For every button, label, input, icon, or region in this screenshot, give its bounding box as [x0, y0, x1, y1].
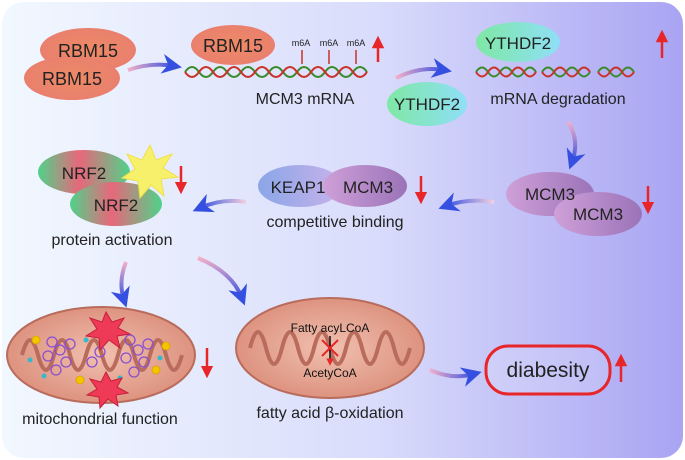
mrna-strand-green: [184, 66, 368, 78]
rbm15-on-mrna-label: RBM15: [203, 36, 263, 56]
rbm15-label-b: RBM15: [42, 69, 102, 89]
m6a-label-1: m6A: [292, 38, 311, 48]
competitive-binding-label: competitive binding: [267, 214, 404, 231]
nrf2-label-b: NRF2: [94, 196, 138, 215]
ythdf2-free: YTHDF2: [387, 82, 467, 126]
flow-arrow-oxidation-to-diabesity: [429, 367, 482, 387]
mcm3-mrna-label: MCM3 mRNA: [256, 91, 355, 108]
rbm15-complex: RBM15 RBM15: [24, 28, 136, 100]
flow-arrow-mrna-to-ythdf2: [395, 58, 452, 80]
fatty-acid-oxidation-label: fatty acid β-oxidation: [256, 405, 403, 422]
rbm15-label-a: RBM15: [58, 41, 118, 61]
mcm3-label-b: MCM3: [573, 205, 623, 224]
flow-arrow-binding-to-nrf2: [192, 193, 247, 213]
acetyl-coa-label: AcetyCoA: [303, 366, 356, 380]
flow-arrow-degradation-to-mcm3: [566, 120, 586, 170]
diabesity-label: diabesity: [507, 359, 590, 382]
mcm3-protein-pair: MCM3 MCM3: [506, 172, 642, 236]
protein-activation-label: protein activation: [52, 232, 173, 249]
ythdf2-top-label: YTHDF2: [485, 34, 551, 53]
mrna-strand-red: [184, 66, 368, 78]
damage-burst-icon-top: [84, 310, 132, 352]
damage-burst-icon-bottom: [85, 370, 130, 410]
m6a-label-2: m6A: [320, 38, 339, 48]
ythdf2-bottom-label: YTHDF2: [394, 95, 460, 114]
blocked-x-icon: [321, 339, 339, 357]
keap1-mcm3-complex: KEAP1 MCM3 competitive binding: [258, 165, 407, 231]
mitochondrial-function-label: mitochondrial function: [22, 411, 178, 428]
nrf2-activation: NRF2 NRF2 protein activation: [38, 143, 180, 249]
m6a-label-3: m6A: [347, 38, 366, 48]
mcm3-mrna: RBM15 m6A m6A m6A MCM3 mRNA: [184, 25, 368, 108]
mrna-degradation-complex: YTHDF2 mRNA degradation: [475, 22, 635, 108]
fatty-acyl-coa-label: Fatty acyLCoA: [291, 321, 370, 335]
flow-arrow-rbm15-to-mrna: [127, 54, 182, 74]
fatty-acid-oxidation: Fatty acyLCoA AcetyCoA fatty acid β-oxid…: [235, 297, 425, 422]
flow-arrow-mcm3-to-binding: [438, 192, 495, 212]
mrna-degradation-label: mRNA degradation: [490, 91, 625, 108]
mcm3-bound-label: MCM3: [343, 178, 393, 197]
diabesity-outcome: diabesity: [484, 344, 612, 396]
keap1-label: KEAP1: [271, 178, 326, 197]
flow-arrow-nrf2-to-oxidation: [197, 256, 248, 306]
mcm3-label-a: MCM3: [525, 185, 575, 204]
mitochondrion-function: mitochondrial function: [6, 306, 196, 428]
nrf2-label-a: NRF2: [62, 164, 106, 183]
flow-arrow-nrf2-to-mito: [110, 261, 130, 308]
activation-star-icon: [120, 143, 180, 200]
